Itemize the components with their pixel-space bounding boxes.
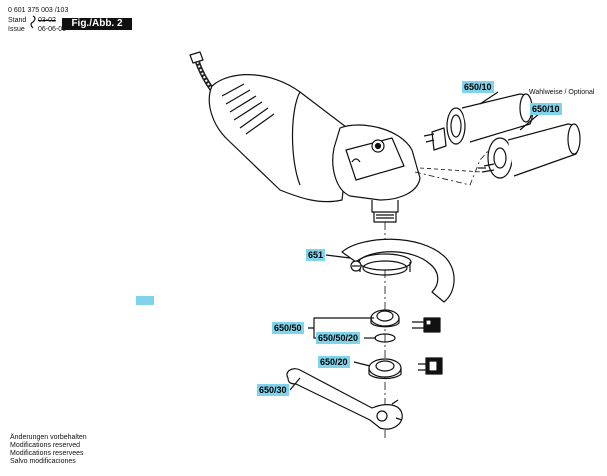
callout-clamping-nut: 650/20 xyxy=(318,356,350,368)
flange-detail-icon xyxy=(412,317,441,333)
notice-english: Modifications reserved xyxy=(10,442,81,449)
grinder-motor-housing xyxy=(208,74,351,203)
callout-two-pin-spanner: 650/30 xyxy=(257,384,289,396)
auxiliary-handle-standard xyxy=(423,93,533,151)
grinder-gear-head xyxy=(332,124,421,223)
issue-label: Issue xyxy=(8,26,25,33)
callout-auxiliary-handle-optional: 650/10 xyxy=(530,103,562,115)
callout-mounting-flange: 650/50 xyxy=(272,322,304,334)
two-pin-spanner xyxy=(286,368,403,430)
callout-protective-guard: 651 xyxy=(306,249,326,261)
nut-detail-icon xyxy=(418,357,443,375)
old-issue-date: 03-02 xyxy=(38,17,56,24)
blue-marker xyxy=(136,296,154,305)
power-cord xyxy=(189,51,216,94)
notice-spanish: Salvo modificaciones xyxy=(10,458,76,465)
new-issue-date: 06-06-06 xyxy=(38,26,67,33)
notice-french: Modifications reservees xyxy=(10,450,84,457)
header-bracket xyxy=(30,15,36,29)
optional-label: Wahlweise / Optional xyxy=(529,89,595,96)
figure-label: Fig./Abb. 2 xyxy=(62,18,132,30)
notice-german: Änderungen vorbehalten xyxy=(10,434,87,441)
modification-notice: Änderungen vorbehalten Modifications res… xyxy=(10,434,87,466)
document-number: 0 601 375 003 /103 xyxy=(8,7,69,14)
stand-label: Stand xyxy=(8,17,27,24)
auxiliary-handle-optional xyxy=(478,123,581,179)
callout-flange-with-oring: 650/50/20 xyxy=(316,332,361,344)
clamping-nut xyxy=(368,358,402,380)
callout-auxiliary-handle: 650/10 xyxy=(462,81,494,93)
protective-guard xyxy=(341,238,455,303)
mounting-flange xyxy=(370,309,400,328)
